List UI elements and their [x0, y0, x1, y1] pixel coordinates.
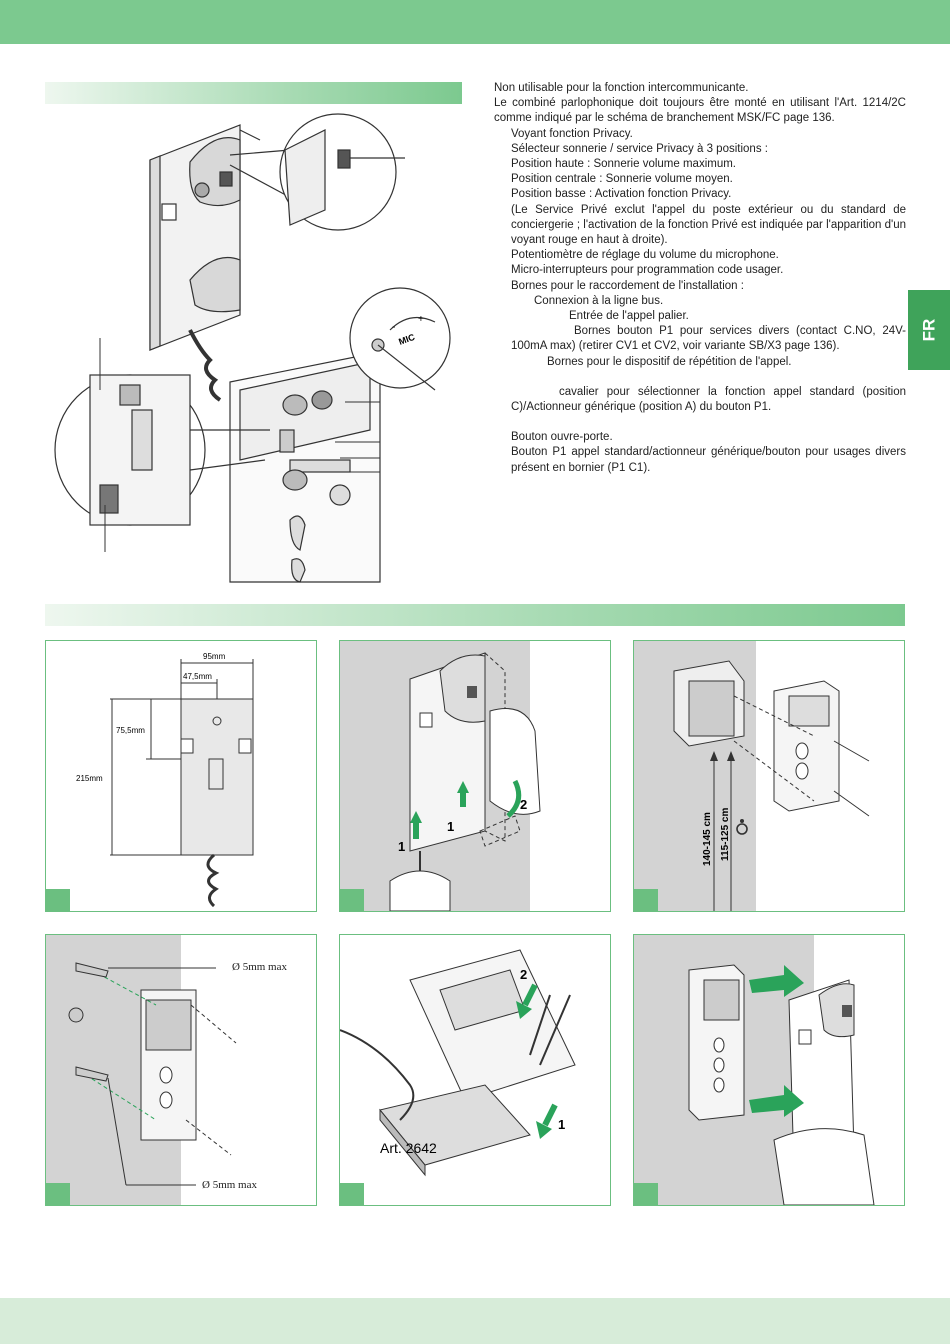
height-2: 115-125 cm: [720, 808, 731, 861]
zoom-switches: [54, 374, 270, 526]
text-line: Position centrale : Sonnerie volume moye…: [511, 173, 733, 186]
dim-height: 215mm: [76, 774, 103, 783]
handset-illustration: [149, 124, 241, 402]
text-line: Bornes pour le raccordement de l'install…: [511, 279, 744, 292]
panel-corner: [46, 1183, 70, 1205]
text-line: Bornes pour le dispositif de répétition …: [547, 355, 792, 368]
dim-offset: 75,5mm: [116, 726, 145, 735]
section-header-installation: [45, 604, 905, 626]
top-banner: [0, 0, 950, 44]
dim-half: 47,5mm: [183, 672, 212, 681]
text-line: cavalier pour sélectionner la fonction a…: [511, 385, 906, 414]
text-line: Connexion à la ligne bus.: [534, 294, 664, 307]
panel-mounting-height: 140-145 cm 115-125 cm: [633, 640, 905, 912]
section-header-diagram: [45, 82, 462, 104]
step-2-art: 2: [520, 967, 527, 982]
panel-dimensions: 95mm 47,5mm 75,5mm 215mm: [45, 640, 317, 912]
text-line: Bouton ouvre-porte.: [511, 431, 613, 444]
text-line: Entrée de l'appel palier.: [569, 310, 689, 323]
text-line: Micro-interrupteurs pour programmation c…: [511, 264, 784, 277]
text-line: Position haute : Sonnerie volume maximum…: [511, 158, 736, 171]
article-label: Art. 2642: [380, 1140, 437, 1156]
language-tab: FR: [908, 290, 950, 370]
hole-label-2: Ø 5mm max: [202, 1179, 257, 1191]
text-line: Voyant fonction Privacy.: [511, 127, 633, 140]
step-1-art: 1: [558, 1117, 565, 1132]
panel-wall-fixing: Ø 5mm max Ø 5mm max: [45, 934, 317, 1206]
text-line: Non utilisable pour la fonction intercom…: [494, 82, 749, 94]
panel-remove-handset: 1 1 2: [339, 640, 611, 912]
panel-art-2642: Art. 2642 2 1: [339, 934, 611, 1206]
panel-corner: [634, 1183, 658, 1205]
zoom-mic: [349, 287, 451, 391]
mic-minus: -: [392, 322, 395, 333]
panel-final-assembly: [633, 934, 905, 1206]
zoom-led: [229, 113, 405, 231]
step-1b: 1: [447, 819, 454, 834]
mic-plus: +: [418, 314, 424, 325]
art-drawing: Art. 2642 2 1: [340, 949, 576, 1177]
hole-label-1: Ø 5mm max: [232, 961, 287, 973]
fixing-drawing: [46, 935, 237, 1205]
step-1a: 1: [398, 839, 405, 854]
description-text: Non utilisable pour la fonction intercom…: [494, 81, 906, 476]
panel-corner: [340, 889, 364, 911]
dim-width: 95mm: [203, 652, 226, 661]
height-1: 140-145 cm: [702, 812, 713, 866]
bottom-banner: [0, 1298, 950, 1344]
step-2: 2: [520, 797, 527, 812]
panel-corner: [340, 1183, 364, 1205]
text-line: Bornes bouton P1 pour services divers (c…: [511, 325, 906, 353]
base-unit: [229, 351, 381, 583]
text-line: Position basse : Activation fonction Pri…: [511, 188, 732, 201]
panel-corner: [46, 889, 70, 911]
callout-lines: [99, 338, 380, 552]
text-line: Le combiné parlophonique doit toujours ê…: [494, 97, 906, 125]
text-line: Sélecteur sonnerie / service Privacy à 3…: [511, 142, 768, 155]
dimensions-drawing: 95mm 47,5mm 75,5mm 215mm: [76, 652, 254, 908]
remove-drawing: 1 1 2: [340, 641, 541, 911]
text-line: Bouton P1 appel standard/actionneur géné…: [511, 446, 906, 474]
text-line: (Le Service Privé exclut l'appel du post…: [511, 203, 906, 247]
assembly-drawing: [634, 935, 875, 1205]
panel-corner: [634, 889, 658, 911]
handset-diagram: MIC + -: [54, 113, 451, 583]
height-drawing: 140-145 cm 115-125 cm: [634, 641, 870, 911]
text-line: Potentiomètre de réglage du volume du mi…: [511, 249, 779, 262]
